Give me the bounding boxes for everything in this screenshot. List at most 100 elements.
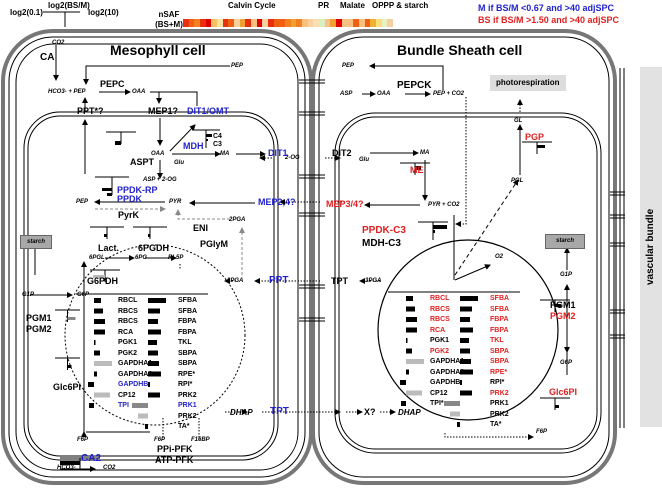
metabolite-oaa-bs: OAA — [377, 91, 391, 97]
bundle-sheath-calvin-ratio-bar — [400, 380, 406, 385]
bs-rule-legend: BS if BS/M >1.50 and >40 adjSPC — [478, 15, 620, 25]
enzyme-pgm1-m: PGM1 — [26, 313, 52, 323]
enzyme-ratio-bar — [102, 188, 112, 191]
bundle-sheath-calvin-enzyme: RCA — [430, 326, 446, 334]
bundle-sheath-calvin-ratio-bar — [460, 327, 473, 333]
enzyme-ratio-bar — [67, 365, 72, 368]
bundle-sheath-calvin-enzyme: PGK1 — [430, 337, 450, 344]
enzyme-pgp: PGP — [525, 132, 545, 142]
transporter-dit1: DIT1 — [268, 148, 288, 158]
mesophyll-calvin-ratio-bar — [94, 350, 100, 356]
bundle-sheath-calvin-ratio-bar — [460, 359, 471, 364]
metabolite-oaa-stroma: OAA — [151, 151, 165, 157]
nsaf-cell — [387, 19, 393, 27]
bundle-sheath-calvin-cycle-boundary — [377, 239, 559, 421]
transporter-ppt-q: PPT*? — [77, 106, 104, 116]
enzyme-mdh: MDH — [183, 141, 204, 151]
mesophyll-grey-dashed-arrows — [95, 206, 245, 275]
mesophyll-chloroplast-envelope — [23, 111, 279, 461]
group-pr: PR — [318, 1, 330, 10]
enzyme-pepc: PEPC — [100, 79, 125, 89]
mesophyll-calvin-ratio-bar — [94, 329, 105, 335]
bundle-sheath-calvin-ratio-bar — [406, 296, 413, 301]
bundle-sheath-calvin-ratio-bar — [406, 369, 409, 375]
enzyme-ratio-bar — [148, 234, 150, 237]
metabolite-x: X? — [364, 407, 376, 417]
mesophyll-calvin-ratio-bar — [148, 392, 160, 398]
log-scale-title: log2(BS/M) — [48, 1, 90, 10]
metabolite-glu-bs: Glu — [359, 157, 369, 163]
mesophyll-calvin-ratio-bar — [94, 371, 97, 377]
log-scale-max: log2(10) — [88, 8, 119, 17]
bundle-sheath-calvin-enzyme: SBPA — [490, 347, 509, 355]
enzyme-ppi-pfk: PPi-PFK — [157, 444, 193, 454]
bundle-sheath-calvin-enzyme: PGK2 — [430, 347, 450, 355]
mesophyll-calvin-enzyme: TPI — [118, 402, 129, 409]
nsaf-cell — [279, 19, 286, 27]
group-malate: Malate — [340, 1, 365, 10]
metabolite-dhap-bs: DHAP — [398, 408, 421, 417]
mesophyll-calvin-ratio-bar — [132, 403, 148, 408]
mesophyll-calvin-ratio-bar — [94, 319, 105, 324]
bundle-sheath-calvin-ratio-bar — [406, 338, 408, 343]
mesophyll-calvin-enzyme: SFBA — [178, 307, 198, 315]
bundle-sheath-calvin-ratio-bar — [457, 422, 460, 427]
mesophyll-calvin-ratio-bar — [148, 308, 160, 314]
metabolite-co2: CO2 — [52, 40, 65, 46]
bundle-sheath-calvin-enzyme: PRK2 — [490, 389, 509, 397]
mesophyll-calvin-ratio-bar — [148, 350, 158, 356]
nsaf-cell — [183, 19, 189, 27]
enzyme-ratio-bar — [67, 317, 76, 320]
metabolite-g6p-m: G6P — [77, 292, 90, 298]
enzyme-ratio-bar — [415, 166, 421, 170]
enzyme-ratio-bar — [115, 141, 121, 145]
nsaf-cell — [211, 19, 218, 27]
mesophyll-calvin-ratio-bar — [145, 424, 148, 429]
mesophyll-calvin-ratio-bar — [88, 382, 94, 387]
enzyme-ratio-bar — [206, 134, 212, 137]
metabolite-asp-2og: ASP + 2-OG — [143, 177, 177, 183]
metabolite-pyr-m: PYR — [169, 199, 182, 205]
bundle-sheath-calvin-ratio-bar — [460, 390, 472, 396]
metabolite-gl: GL — [514, 118, 523, 124]
enzyme-pglym: PGlyM — [200, 239, 229, 249]
metabolite-pep-co2: PEP + CO2 — [433, 91, 464, 97]
metabolite-2og-m: 2-OG — [285, 155, 300, 161]
enzyme-mdh-c3: MDH-C3 — [362, 238, 401, 249]
enzyme-g6pdh: G6PDH — [87, 276, 119, 286]
enzyme-ppdk-rp: PPDK-RP — [117, 185, 158, 195]
nsaf-cell — [222, 19, 229, 27]
nsaf-cell — [256, 19, 263, 27]
bundle-sheath-calvin-enzyme: TPI* — [430, 400, 444, 407]
nsaf-cell — [200, 19, 206, 27]
nsaf-cell — [353, 19, 359, 27]
enzyme-6pgdh: 6PGDH — [138, 243, 170, 253]
metabolite-6pgl: 6PGL — [89, 255, 105, 261]
enzyme-eni: ENI — [193, 223, 209, 233]
enzyme-glc6pi-bs: Glc6PI — [549, 387, 578, 397]
bundle-sheath-calvin-ratio-bar — [460, 296, 478, 301]
nsaf-cell — [251, 19, 257, 27]
nsaf-cell — [375, 19, 382, 27]
nsaf-cell — [205, 19, 212, 27]
transporter-mep34: MEP3/4? — [326, 199, 364, 209]
enzyme-pyrk: PyrK — [118, 210, 140, 220]
nsaf-label: nSAF (BS+M) — [155, 10, 183, 29]
metabolite-3pga-bs: 3PGA — [365, 278, 382, 284]
enzyme-ppdk-c3: PPDK-C3 — [362, 225, 406, 236]
bundle-sheath-calvin-enzyme: RBCS — [430, 316, 450, 323]
bundle-sheath-calvin-enzyme: FBPA — [490, 326, 509, 334]
metabolite-3pga-m: 3PGA — [227, 278, 244, 284]
mesophyll-calvin-ratio-bar — [94, 308, 103, 314]
mesophyll-calvin-enzyme: PRK1 — [178, 402, 197, 409]
enzyme-ratio-bar — [107, 193, 112, 196]
metabolite-ma-bs: MA — [420, 150, 430, 156]
bundle-sheath-calvin-enzyme: RPE* — [490, 368, 508, 376]
enzyme-glc6pi-m: Glc6PI — [53, 382, 82, 392]
metabolite-f6p-stroma: F6P — [154, 437, 166, 443]
mesophyll-calvin-enzyme: PRK2 — [178, 412, 197, 420]
metabolite-ma-m: MA — [220, 151, 230, 157]
enzyme-atp-pfk: ATP-PFK — [155, 455, 194, 465]
metabolite-o2: O2 — [495, 254, 504, 260]
vascular-bundle-region — [640, 67, 662, 427]
